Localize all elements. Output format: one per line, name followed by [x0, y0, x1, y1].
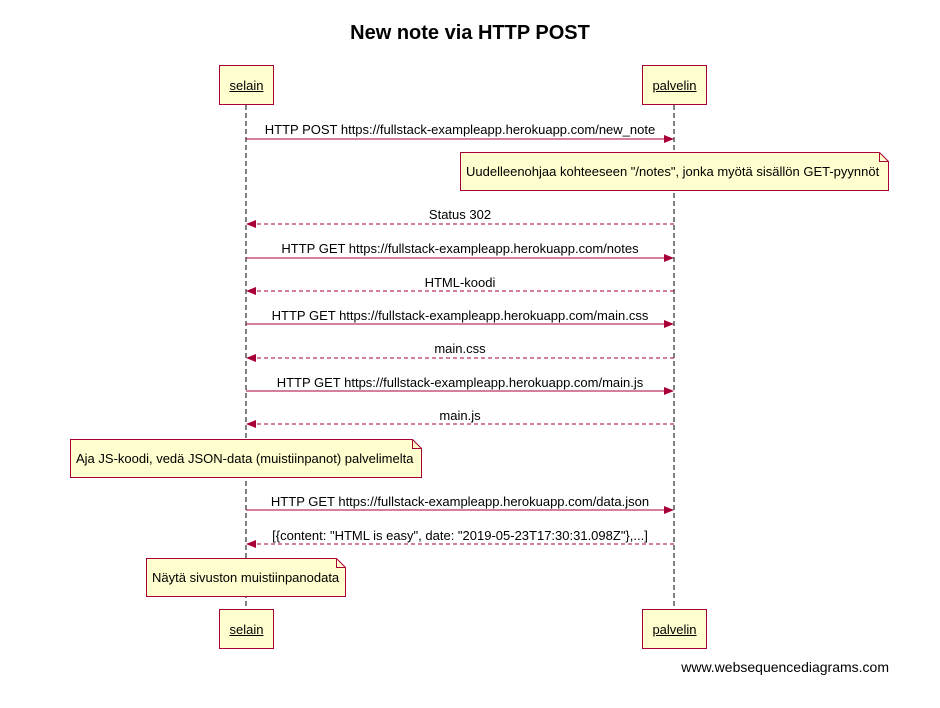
note-redirect-text: Uudelleenohjaa kohteeseen "/notes", jonk… [466, 164, 880, 179]
actor-selain-top: selain [219, 65, 274, 105]
diagram-title: New note via HTTP POST [350, 22, 590, 44]
message-label-html-code: HTML-koodi [424, 275, 496, 290]
actor-palvelin-top: palvelin [642, 65, 707, 105]
message-label-status-302: Status 302 [428, 207, 492, 222]
actor-selain-bottom: selain [219, 609, 274, 649]
message-label-main-js: main.js [439, 408, 481, 423]
watermark-text: www.websequencediagrams.com [681, 659, 889, 675]
message-label-get-main-css: HTTP GET https://fullstack-exampleapp.he… [271, 308, 649, 323]
note-show-data-text: Näytä sivuston muistiinpanodata [152, 570, 340, 585]
message-label-main-css: main.css [434, 341, 486, 356]
note-show-data: Näytä sivuston muistiinpanodata [146, 558, 346, 597]
message-label-get-data-json: HTTP GET https://fullstack-exampleapp.he… [270, 494, 650, 509]
note-run-js-text: Aja JS-koodi, vedä JSON-data (muistiinpa… [76, 451, 414, 466]
message-label-get-main-js: HTTP GET https://fullstack-exampleapp.he… [276, 375, 644, 390]
message-label-post-new-note: HTTP POST https://fullstack-exampleapp.h… [264, 122, 656, 137]
message-label-get-notes: HTTP GET https://fullstack-exampleapp.he… [281, 241, 639, 256]
message-arrows [246, 135, 674, 548]
note-redirect: Uudelleenohjaa kohteeseen "/notes", jonk… [460, 152, 889, 191]
actor-palvelin-bottom: palvelin [642, 609, 707, 649]
message-label-json-response: [{content: "HTML is easy", date: "2019-0… [272, 528, 648, 543]
note-run-js: Aja JS-koodi, vedä JSON-data (muistiinpa… [70, 439, 422, 478]
